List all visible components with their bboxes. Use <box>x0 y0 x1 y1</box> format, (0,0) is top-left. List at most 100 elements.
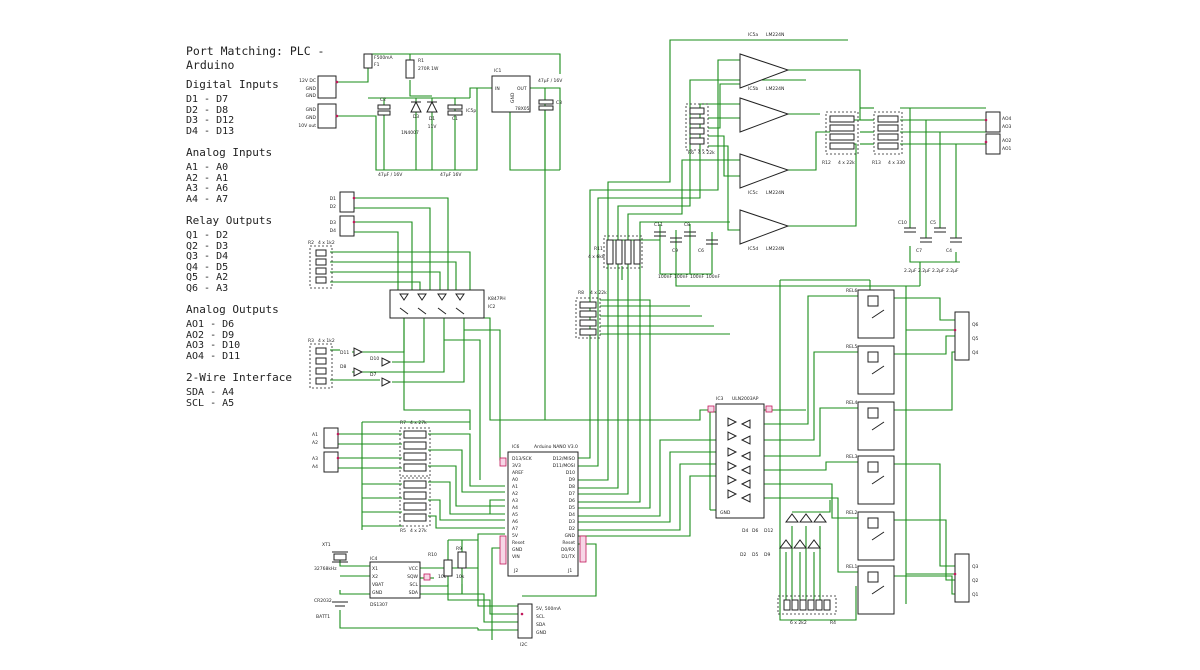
nano-pin: Reset <box>512 540 525 546</box>
nano-pin: AREF <box>512 470 524 476</box>
cap-ref: C9 <box>672 248 678 254</box>
r13-value: 4 x 330 <box>888 160 905 166</box>
resistor-array-r8: R8 4 x 22k <box>575 290 607 339</box>
fuse-f1: F500mA F1 <box>363 53 394 69</box>
regulator-ic1: IC1 IN OUT GND 78X05 <box>491 68 531 113</box>
r5-value: 4 x 27k <box>410 528 427 534</box>
nano-pin: D3 <box>569 519 575 525</box>
capacitor-c1: C1 47µF 16V IC5p <box>440 104 476 178</box>
ic4-pin-left: VBAT <box>372 582 384 588</box>
ic1-pin: IN <box>495 86 500 92</box>
nano-pin: D13/SCK <box>512 456 533 462</box>
notes-section: Analog Outputs AO1 - D6 AO2 - D9 AO3 - D… <box>186 303 356 362</box>
power-pin-label: GND <box>306 86 317 92</box>
notes-line: Q5 - A2 <box>186 272 229 283</box>
batt-ref: BATT1 <box>316 614 330 620</box>
notes-section-heading: Analog Inputs <box>186 146 273 159</box>
led-label: D7 <box>370 372 376 378</box>
nano-pin: D4 <box>569 512 575 518</box>
nano-pin: A5 <box>512 512 518 518</box>
c2-value: 47µF / 16V <box>378 172 403 178</box>
notes-line: A3 - A6 <box>186 183 229 194</box>
zener-d1: D1 11V <box>426 100 438 130</box>
nano-pin: D12/MISO <box>553 456 576 462</box>
xt1-value: 32768kHz <box>314 566 337 572</box>
ic4-pin-right: SQW <box>407 574 418 580</box>
d3-ref: D3 <box>413 114 419 120</box>
qout-label: Q4 <box>972 350 979 356</box>
r9-value: 10k <box>456 574 465 580</box>
cap-ref: C6 <box>698 248 704 254</box>
ic1-pin: OUT <box>517 86 527 92</box>
c1-value: 47µF 16V <box>440 172 462 178</box>
notes-line: Q6 - A3 <box>186 282 229 294</box>
notes-title: Port Matching: PLC - Arduino <box>186 44 325 72</box>
capacitor-c2: C2 47µF / 16V <box>377 97 403 178</box>
notes-section-heading: Relay Outputs <box>186 214 273 227</box>
notes-line: SCL - A5 <box>186 397 235 409</box>
nano-pin: D1/TX <box>561 554 575 560</box>
notes-line: A4 - A7 <box>186 193 229 205</box>
nano-pin: A7 <box>512 526 518 532</box>
ic4-ref: IC4 <box>370 556 377 562</box>
qout-label: Q2 <box>972 578 979 584</box>
notes-line: A1 - A0 <box>186 162 229 173</box>
cap-ref: C8 <box>684 222 690 228</box>
darlington-ic3: IC3 ULN2003AP GND <box>707 396 773 519</box>
xt1-ref: XT1 <box>322 542 331 548</box>
nano-pin: A3 <box>512 498 518 504</box>
notes-line: A2 - A1 <box>186 172 229 184</box>
resistor-array-r7: R7 4 x 27k <box>399 420 431 477</box>
r8-ref: R8 <box>578 290 584 296</box>
nano-pin: GND <box>565 533 576 539</box>
r9-ref: R9 <box>456 546 462 552</box>
r10-value: 10k <box>438 574 447 580</box>
cap-ref: C4 <box>946 248 952 254</box>
cap-value: 2.2µF <box>904 268 917 274</box>
ic1-ref: IC1 <box>494 68 501 74</box>
nano-header-left: J2 <box>513 568 518 574</box>
ic1-value: 78X05 <box>515 106 530 112</box>
nano-pin: D0/RX <box>561 547 575 553</box>
power-pin-label: 12V DC <box>299 78 316 84</box>
ain-label: A4 <box>312 464 318 470</box>
led-label: D9 <box>764 552 770 558</box>
ic3-ref: IC3 <box>716 396 723 402</box>
notes-line: D3 - D12 <box>186 115 235 126</box>
nano-pin: A6 <box>512 519 518 525</box>
optocoupler-ic2: K847PH IC2 <box>389 289 506 319</box>
ic2-value: K847PH <box>488 296 506 302</box>
notes-line: AO3 - D10 <box>186 340 241 351</box>
notes-line: D2 - D8 <box>186 104 229 116</box>
nano-name: Arduino NANO V3.0 <box>534 444 578 450</box>
notes-section-heading: Analog Outputs <box>186 303 279 316</box>
resistor-r10: R10 10k <box>428 552 453 580</box>
analog-output-connector: AO4 AO3 AO2 AO1 <box>985 111 1012 155</box>
ain-label: A1 <box>312 432 318 438</box>
ic4-value: DS1307 <box>370 602 388 608</box>
notes-line: AO4 - D11 <box>186 350 241 362</box>
nano-pin: Reset <box>562 540 575 546</box>
qout-label: Q3 <box>972 564 979 570</box>
notes-line: AO1 - D6 <box>186 319 235 330</box>
notes-line: D4 - D13 <box>186 125 235 137</box>
din-label: D4 <box>330 228 336 234</box>
resistor-r9: R9 10k <box>456 546 467 580</box>
led-label: D2 <box>740 552 746 558</box>
nano-pin: GND <box>512 547 523 553</box>
filter-capacitors-100n: C11 C9 C8 C6 100nF 100nF 100nF 100nF <box>654 222 720 280</box>
opamp-value: LM224N <box>766 246 784 252</box>
din-label: D1 <box>330 196 336 202</box>
capacitor-c3: 47µF / 16V C3 <box>538 78 563 111</box>
r11-value: 4 x 6k8 <box>588 254 605 260</box>
digital-input-connector: D1 D2 D3 D4 <box>330 191 355 237</box>
relay-label: REL4 <box>846 400 857 406</box>
ic4-pin-left: X2 <box>372 574 378 580</box>
d1-value: 11V <box>428 124 438 130</box>
led-label: D12 <box>764 528 773 534</box>
cap-ref: C11 <box>654 222 663 228</box>
relay-label: REL3 <box>846 454 857 460</box>
cap-value: 100nF <box>690 274 704 280</box>
ic4-pin-right: VCC <box>409 566 418 572</box>
led-label: D10 <box>370 356 379 362</box>
